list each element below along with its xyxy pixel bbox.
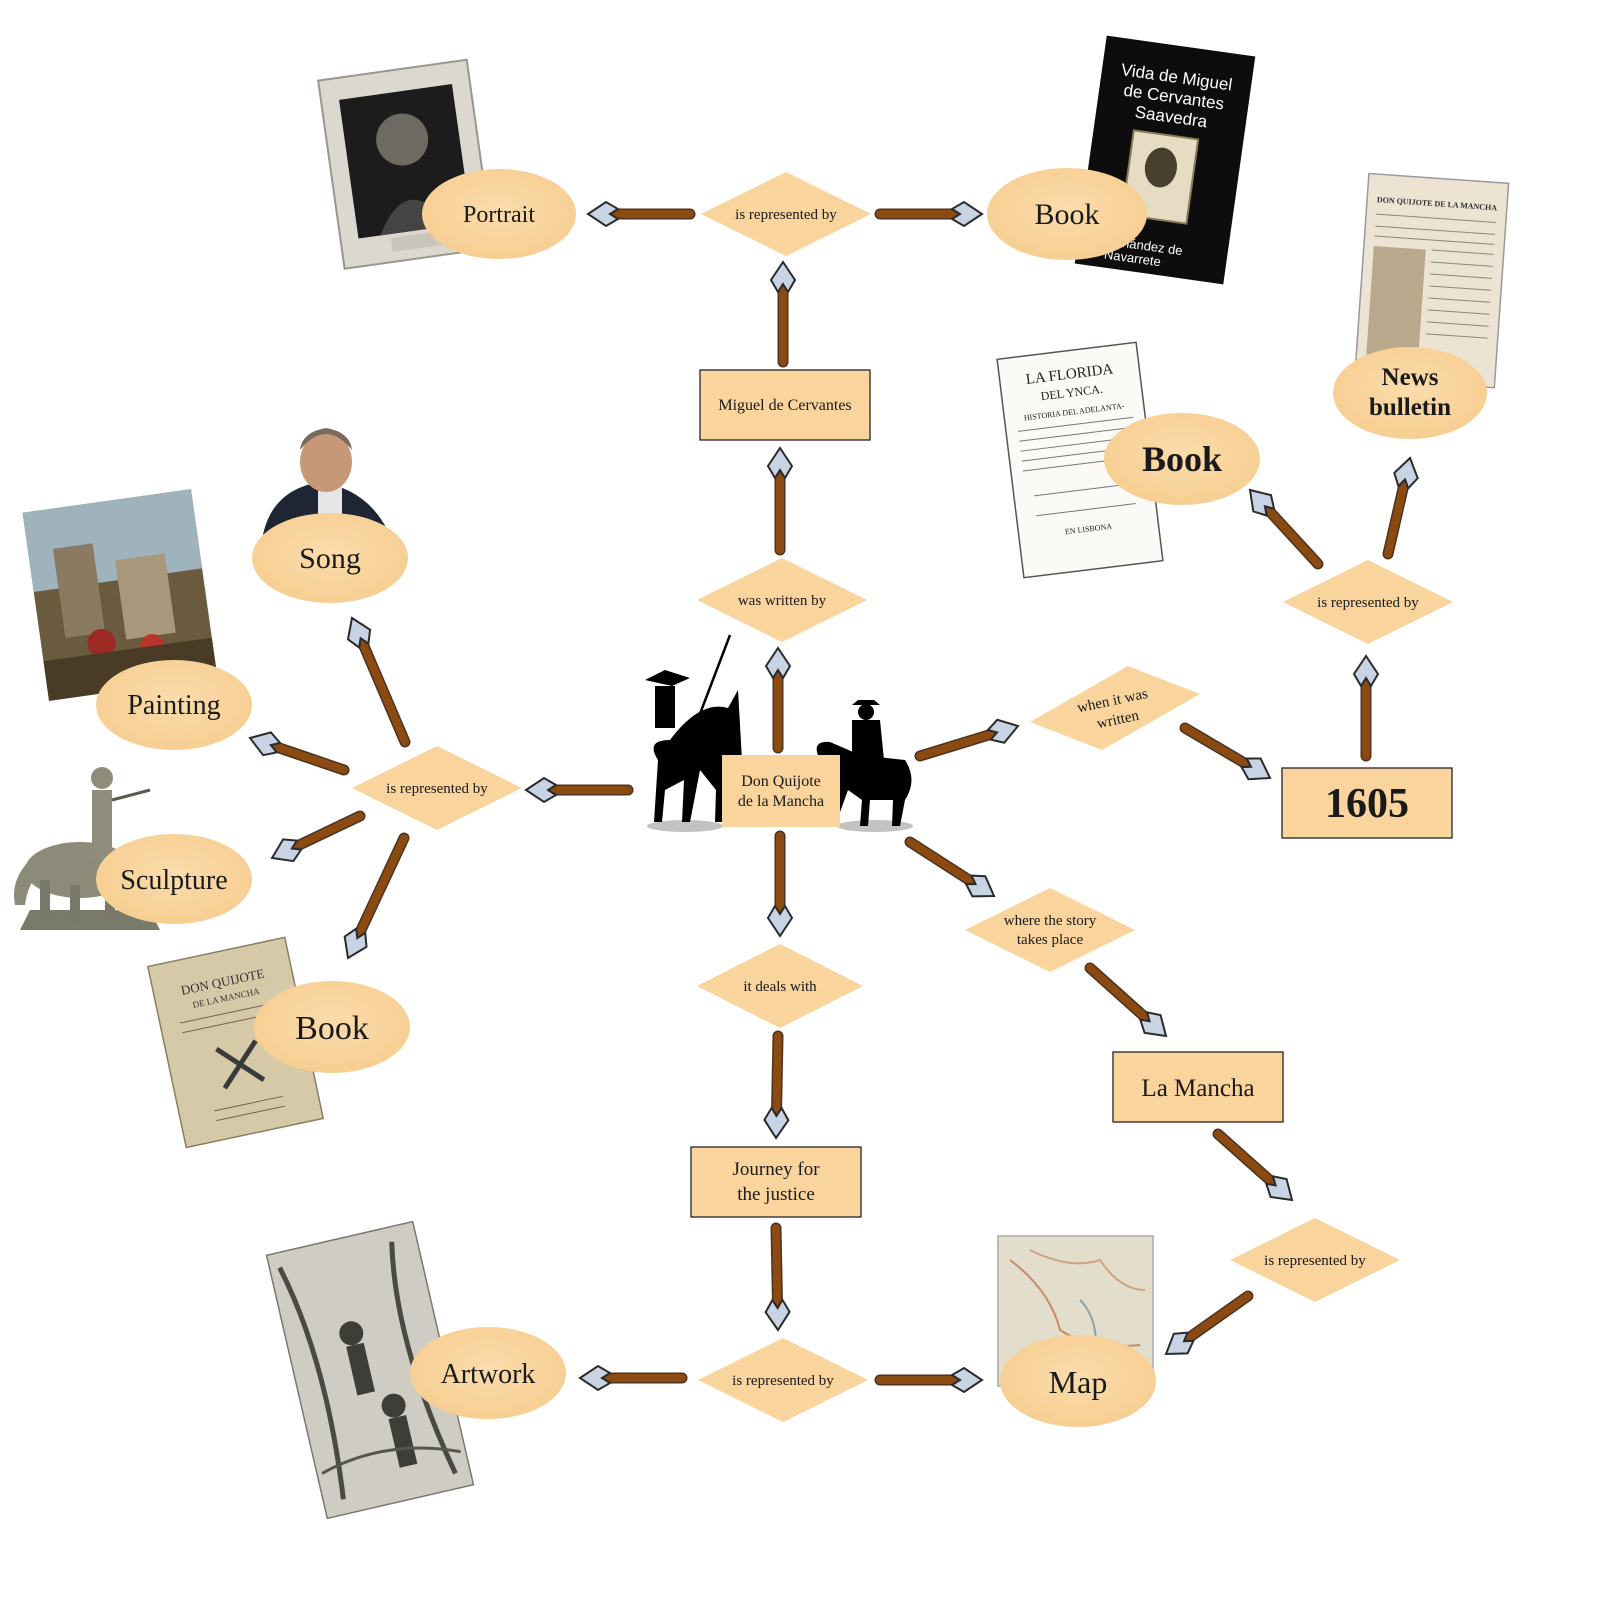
- arrow-when-to-1605: [1179, 722, 1272, 781]
- resource-song[interactable]: Song: [252, 513, 408, 603]
- link-top-represented: is represented by: [701, 172, 871, 256]
- arrow-quijote-to-written: [764, 646, 792, 754]
- resource-painting[interactable]: Painting: [96, 660, 252, 750]
- arrow-year-represented-to-news: [1382, 456, 1419, 560]
- arrow-mancha-represented-to-map: [1164, 1290, 1254, 1356]
- resource-sculpture[interactable]: Sculpture: [96, 834, 252, 924]
- resource-portrait[interactable]: Portrait: [422, 169, 576, 259]
- resource-song-label: Song: [299, 542, 361, 575]
- arrow-bottom-to-artwork: [578, 1364, 688, 1392]
- arrow-quijote-to-deals: [766, 830, 794, 938]
- concept-cervantes-label: Miguel de Cervantes: [718, 397, 851, 414]
- resource-artwork[interactable]: Artwork: [410, 1327, 566, 1419]
- quijote-silhouette-icon: [645, 634, 742, 832]
- link-bottom-represented: is represented by: [698, 1338, 868, 1422]
- resource-news-bulletin[interactable]: News bulletin: [1333, 347, 1487, 439]
- arrow-deals-to-journey: [763, 1030, 790, 1140]
- concept-la-mancha-label: La Mancha: [1141, 1075, 1254, 1102]
- arrow-cervantes-to-top: [769, 260, 797, 368]
- arrow-journey-to-bottom: [764, 1222, 791, 1332]
- concept-journey-line1: Journey for: [732, 1159, 820, 1180]
- arrow-top-to-portrait: [586, 200, 696, 228]
- news-bulletin-thumbnail: DON QUIJOTE DE LA MANCHA: [1353, 172, 1510, 389]
- resource-sculpture-label: Sculpture: [120, 865, 227, 896]
- resource-news-line1: News: [1382, 364, 1439, 391]
- arrow-1605-to-year-represented: [1352, 654, 1380, 762]
- resource-map-label: Map: [1049, 1364, 1108, 1400]
- concept-don-quijote[interactable]: Don Quijote de la Mancha: [722, 755, 840, 827]
- artwork-thumbnail: [265, 1220, 475, 1520]
- resource-book-left[interactable]: Book: [254, 981, 410, 1073]
- arrow-where-to-mancha: [1084, 962, 1168, 1038]
- link-left-represented-label: is represented by: [386, 781, 488, 797]
- concept-cervantes[interactable]: Miguel de Cervantes: [699, 369, 871, 441]
- arrow-top-to-book: [874, 200, 984, 228]
- resource-portrait-label: Portrait: [463, 202, 535, 228]
- arrow-quijote-to-where: [904, 836, 996, 898]
- link-where-story: where the story takes place: [965, 888, 1135, 972]
- arrow-bottom-to-map: [874, 1366, 984, 1394]
- resource-news-line2: bulletin: [1369, 394, 1451, 421]
- arrow-layer: [248, 200, 1419, 1394]
- concept-quijote-line2: de la Mancha: [738, 793, 824, 810]
- link-top-represented-label: is represented by: [735, 207, 837, 223]
- link-year-represented-label: is represented by: [1317, 595, 1419, 611]
- link-bottom-represented-label: is represented by: [732, 1373, 834, 1389]
- arrow-mancha-to-represented: [1212, 1128, 1294, 1202]
- arrow-left-to-book: [343, 832, 410, 960]
- resource-painting-label: Painting: [127, 690, 220, 721]
- link-written-by: was written by: [697, 558, 867, 642]
- link-where-line2: takes place: [1017, 932, 1084, 948]
- resource-book-left-label: Book: [295, 1010, 369, 1047]
- arrow-left-to-song: [346, 616, 411, 748]
- arrow-written-to-cervantes: [766, 446, 794, 556]
- sancho-silhouette-icon: [816, 700, 913, 832]
- link-mancha-represented: is represented by: [1230, 1218, 1400, 1302]
- resource-book-top[interactable]: Book: [987, 168, 1147, 260]
- resource-book-right[interactable]: Book: [1104, 413, 1260, 505]
- link-left-represented: is represented by: [352, 746, 522, 830]
- resource-map[interactable]: Map: [1000, 1335, 1156, 1427]
- link-written-by-label: was written by: [738, 593, 827, 609]
- link-deals-with: it deals with: [697, 944, 863, 1028]
- link-year-represented: is represented by: [1283, 560, 1453, 644]
- link-when-written: when it was written: [1030, 666, 1200, 750]
- link-mancha-represented-label: is represented by: [1264, 1253, 1366, 1269]
- resource-artwork-label: Artwork: [441, 1359, 536, 1390]
- arrow-quijote-to-when: [914, 718, 1020, 762]
- concept-year-1605[interactable]: 1605: [1281, 767, 1453, 839]
- concept-quijote-line1: Don Quijote: [741, 773, 821, 790]
- arrow-year-represented-to-book: [1248, 488, 1324, 570]
- arrow-quijote-to-left-represented: [524, 776, 634, 804]
- concept-year-label: 1605: [1325, 781, 1409, 827]
- link-deals-with-label: it deals with: [743, 979, 817, 995]
- concept-journey[interactable]: Journey for the justice: [690, 1146, 862, 1218]
- link-where-line1: where the story: [1004, 913, 1097, 929]
- arrow-left-to-sculpture: [270, 810, 366, 863]
- concept-la-mancha[interactable]: La Mancha: [1112, 1051, 1284, 1123]
- concept-journey-line2: the justice: [737, 1184, 815, 1205]
- resource-book-right-label: Book: [1142, 439, 1222, 479]
- resource-book-top-label: Book: [1034, 198, 1099, 231]
- arrow-left-to-painting: [248, 731, 350, 776]
